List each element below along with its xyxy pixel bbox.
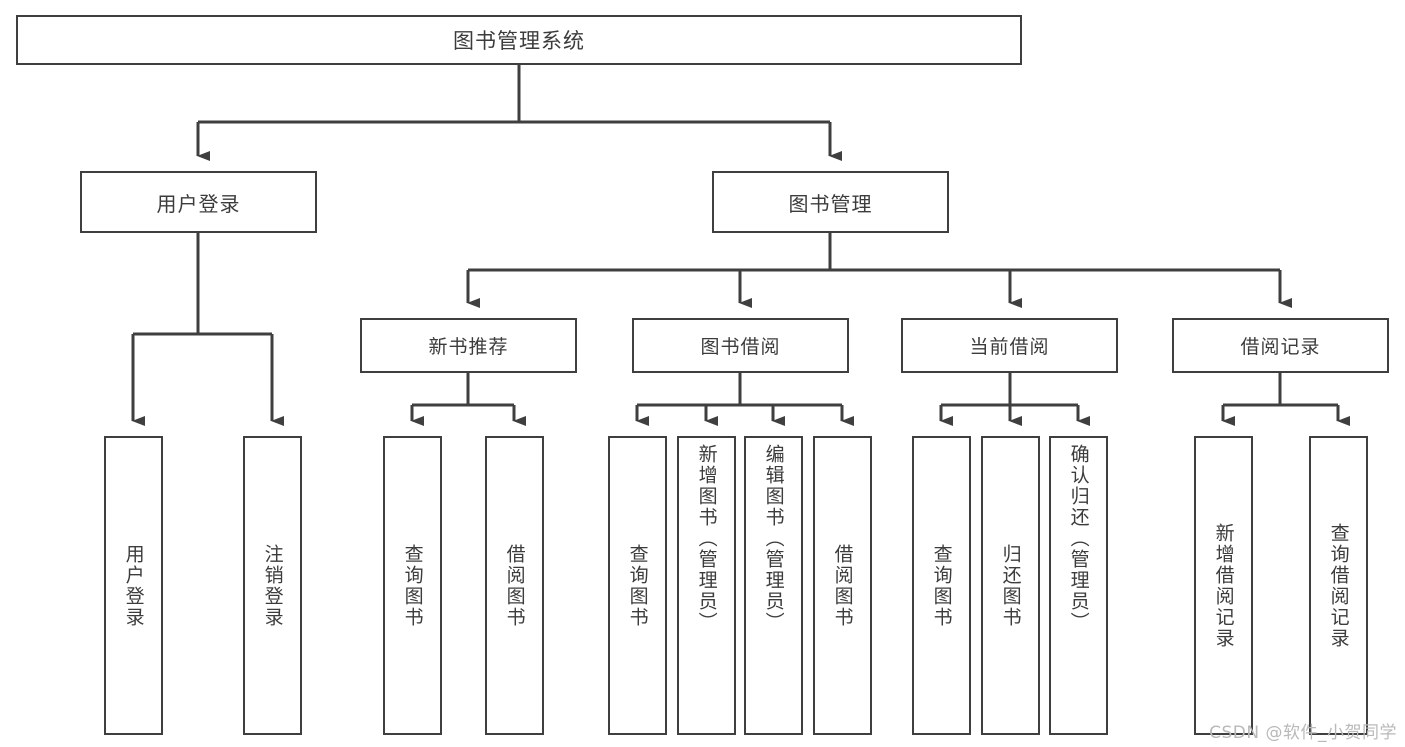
node-leaf-query-record-label: 查询借阅记录 [1327,522,1350,649]
node-book-borrow[interactable]: 图书借阅 [632,318,849,373]
node-leaf-borrow-book-2[interactable]: 借阅图书 [813,436,872,735]
node-leaf-logout[interactable]: 注销登录 [243,436,302,735]
node-leaf-add-book-label: 新增图书（管理员） [695,444,718,633]
node-leaf-add-record[interactable]: 新增借阅记录 [1194,436,1253,735]
csdn-watermark: CSDN @软件_小贺同学 [1209,723,1397,743]
node-leaf-return-book[interactable]: 归还图书 [981,436,1040,735]
node-borrow-record[interactable]: 借阅记录 [1172,318,1389,373]
node-leaf-return-book-label: 归还图书 [999,543,1022,628]
node-leaf-user-login[interactable]: 用户登录 [104,436,163,735]
node-new-book-rec[interactable]: 新书推荐 [360,318,577,373]
node-current-borrow[interactable]: 当前借阅 [901,318,1118,373]
node-leaf-query-book-2-label: 查询图书 [626,543,649,628]
node-leaf-query-book-1-label: 查询图书 [401,543,424,628]
node-leaf-edit-book-label: 编辑图书（管理员） [762,444,785,633]
node-leaf-add-book[interactable]: 新增图书（管理员） [677,436,736,735]
node-book-manage[interactable]: 图书管理 [712,171,949,233]
node-leaf-confirm-return-label: 确认归还（管理员） [1067,444,1090,633]
node-root[interactable]: 图书管理系统 [16,15,1022,65]
node-leaf-query-book-1[interactable]: 查询图书 [383,436,442,735]
node-leaf-query-book-3-label: 查询图书 [930,543,953,628]
node-leaf-borrow-book-1[interactable]: 借阅图书 [485,436,544,735]
node-leaf-query-record[interactable]: 查询借阅记录 [1309,436,1368,735]
node-leaf-query-book-3[interactable]: 查询图书 [912,436,971,735]
node-leaf-query-book-2[interactable]: 查询图书 [608,436,667,735]
node-leaf-borrow-book-1-label: 借阅图书 [503,543,526,628]
node-leaf-borrow-book-2-label: 借阅图书 [831,543,854,628]
node-leaf-confirm-return[interactable]: 确认归还（管理员） [1049,436,1108,735]
node-user-login[interactable]: 用户登录 [80,171,317,233]
node-leaf-add-record-label: 新增借阅记录 [1212,522,1235,649]
node-leaf-user-login-label: 用户登录 [122,543,145,628]
node-leaf-logout-label: 注销登录 [261,543,284,628]
node-leaf-edit-book[interactable]: 编辑图书（管理员） [744,436,803,735]
